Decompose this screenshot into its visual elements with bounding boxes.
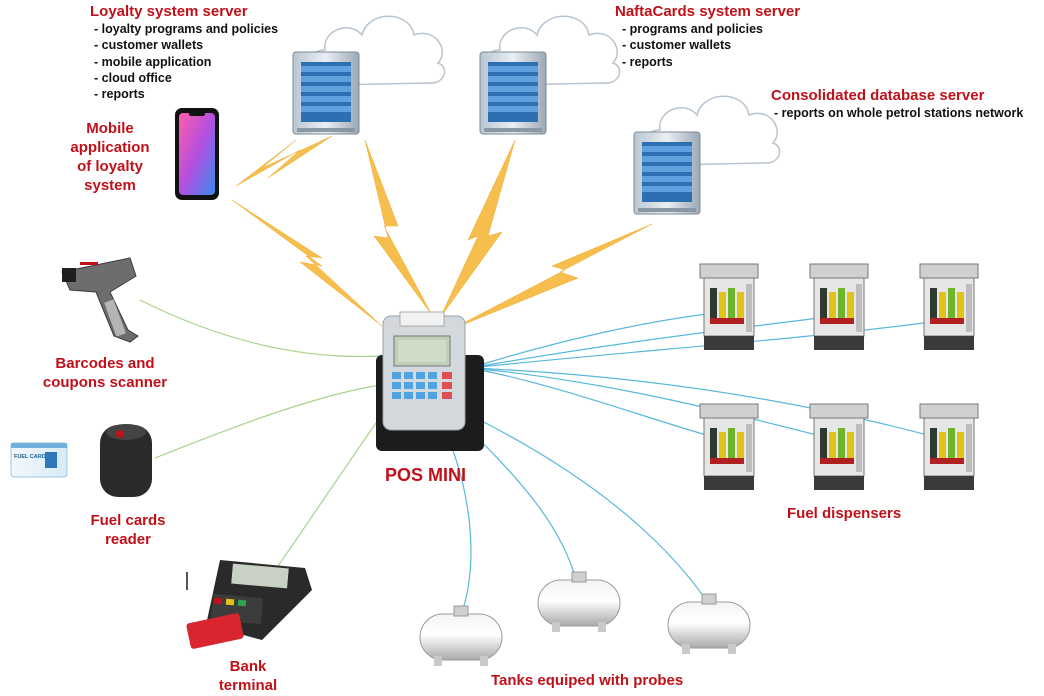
- loyalty-server-graphic: [292, 15, 446, 135]
- consolidated-server-graphic: [633, 95, 781, 215]
- wireless-links: [231, 135, 653, 331]
- dispenser: [809, 263, 869, 351]
- mobile-app-label: Mobile application of loyalty system: [70, 120, 150, 194]
- bolt-phone-pos: [231, 199, 383, 327]
- wire-dispenser-4: [469, 367, 725, 441]
- wire-dispenser-2: [469, 315, 837, 369]
- nafta-server-title: NaftaCards system server: [615, 3, 801, 20]
- tanks-graphic: [419, 571, 751, 667]
- consolidated-server-item: reports on whole petrol stations network: [774, 105, 1024, 121]
- dispenser: [699, 403, 759, 491]
- fuel-card-icon: [10, 442, 68, 478]
- loyalty-server-item: mobile application: [94, 54, 278, 70]
- consolidated-server-title: Consolidated database server: [771, 87, 985, 104]
- bolt-mobile: [235, 135, 333, 187]
- bank-terminal-icon: [186, 560, 312, 649]
- consolidated-server-list: reports on whole petrol stations network: [774, 105, 1024, 121]
- wire-dispenser-6: [469, 367, 947, 441]
- dispenser: [809, 403, 869, 491]
- pos-terminal-icon: [376, 311, 484, 451]
- bolt-loyalty: [364, 139, 433, 316]
- fuel-card-text: FUEL CARD: [14, 454, 46, 460]
- card-reader-label: Fuel cards reader: [90, 512, 166, 548]
- wire-scanner: [139, 299, 381, 358]
- nafta-server-item: programs and policies: [622, 21, 763, 37]
- barcode-scanner-icon: [61, 257, 139, 343]
- nafta-server-item: customer wallets: [622, 37, 763, 53]
- tanks-label: Tanks equiped with probes: [491, 672, 684, 689]
- dispenser: [699, 263, 759, 351]
- card-reader-icon: [100, 424, 152, 497]
- wire-tank-3: [469, 414, 707, 601]
- green-wires: [139, 299, 386, 586]
- nafta-server-item: reports: [622, 54, 763, 70]
- dispenser: [919, 403, 979, 491]
- bolt-nafta: [439, 139, 516, 319]
- tank: [537, 571, 621, 633]
- wire-dispenser-5: [469, 367, 837, 441]
- loyalty-server-item: customer wallets: [94, 37, 278, 53]
- scanner-label: Barcodes and coupons scanner: [42, 355, 168, 391]
- pos-label: POS MINI: [385, 465, 467, 485]
- nafta-server-graphic: [479, 15, 621, 135]
- dispensers-label: Fuel dispensers: [787, 505, 902, 522]
- loyalty-server-item: cloud office: [94, 70, 278, 86]
- bank-terminal-label: Bank terminal: [218, 658, 278, 694]
- loyalty-server-title: Loyalty system server: [90, 3, 248, 20]
- wire-card-reader: [154, 384, 381, 459]
- loyalty-server-item: reports: [94, 86, 278, 102]
- tank: [419, 605, 503, 667]
- wire-dispenser-1: [469, 311, 725, 369]
- loyalty-server-list: loyalty programs and policies customer w…: [94, 21, 278, 102]
- tank: [667, 593, 751, 655]
- loyalty-server-item: loyalty programs and policies: [94, 21, 278, 37]
- blue-wires: [439, 311, 947, 613]
- dispenser: [919, 263, 979, 351]
- nafta-server-list: programs and policies customer wallets r…: [622, 21, 763, 70]
- fuel-dispensers-graphic: [699, 263, 979, 491]
- smartphone-icon: [175, 108, 219, 200]
- wire-bank-terminal: [264, 409, 386, 586]
